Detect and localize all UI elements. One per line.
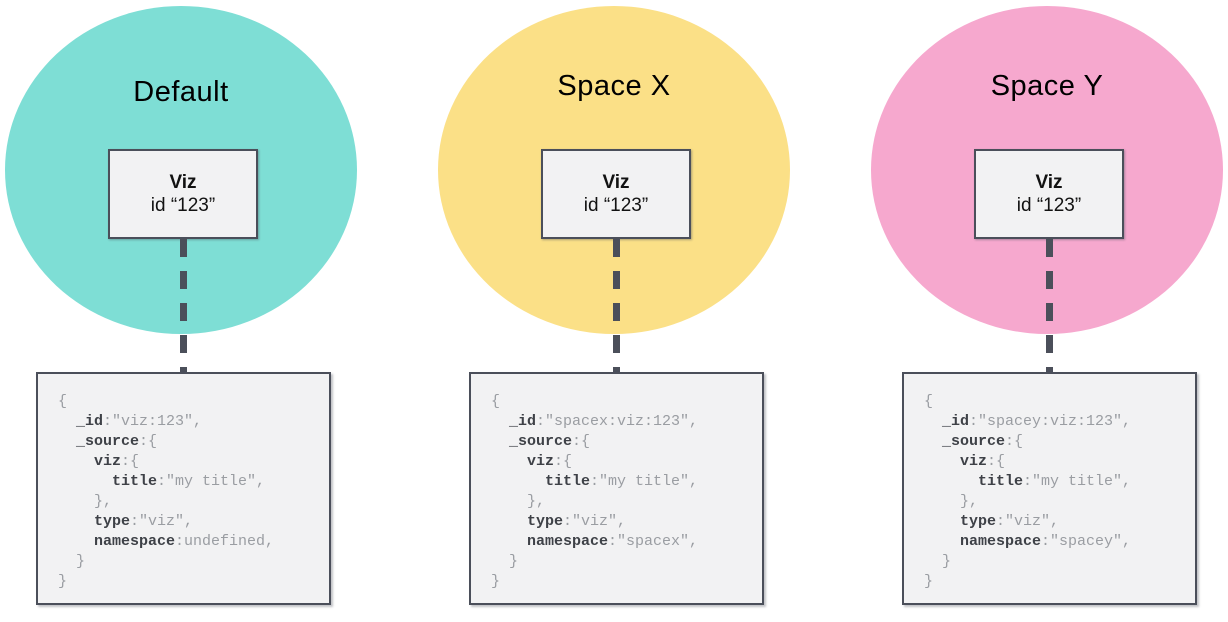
code-line: _id:"viz:123", bbox=[76, 413, 203, 430]
code-line: { bbox=[58, 393, 68, 410]
viz-node-id: id “123” bbox=[150, 195, 216, 216]
viz-node-title: Viz bbox=[602, 172, 630, 193]
code-line: } bbox=[58, 573, 68, 590]
code-line: }, bbox=[527, 493, 546, 510]
viz-node: Viz id “123” bbox=[541, 149, 691, 239]
viz-node-title: Viz bbox=[169, 172, 197, 193]
dashed-connector bbox=[1046, 239, 1053, 379]
code-line: _id:"spacex:viz:123", bbox=[509, 413, 699, 430]
viz-node-id: id “123” bbox=[583, 195, 649, 216]
dashed-connector bbox=[180, 239, 187, 379]
code-line: type:"viz", bbox=[94, 513, 194, 530]
code-line: { bbox=[491, 393, 501, 410]
code-line: viz:{ bbox=[527, 453, 573, 470]
code-line: }, bbox=[94, 493, 113, 510]
viz-node-id: id “123” bbox=[1016, 195, 1082, 216]
space-label-spacex: Space X bbox=[557, 70, 671, 102]
code-line: _source:{ bbox=[942, 433, 1024, 450]
code-line: } bbox=[942, 553, 952, 570]
viz-node-title: Viz bbox=[1035, 172, 1063, 193]
code-line: } bbox=[509, 553, 519, 570]
code-line: } bbox=[491, 573, 501, 590]
code-line: namespace:"spacey", bbox=[960, 533, 1132, 550]
code-line: title:"my title", bbox=[545, 473, 699, 490]
code-line: _source:{ bbox=[76, 433, 158, 450]
code-line: }, bbox=[960, 493, 979, 510]
code-line: namespace:undefined, bbox=[94, 533, 275, 550]
viz-node: Viz id “123” bbox=[108, 149, 258, 239]
code-line: viz:{ bbox=[960, 453, 1006, 470]
dashed-connector bbox=[613, 239, 620, 379]
code-line: namespace:"spacex", bbox=[527, 533, 699, 550]
saved-object-code-default: { _id:"viz:123", _source:{ viz:{ title:"… bbox=[36, 372, 331, 605]
viz-node: Viz id “123” bbox=[974, 149, 1124, 239]
code-line: } bbox=[76, 553, 86, 570]
code-line: _source:{ bbox=[509, 433, 591, 450]
saved-object-code-spacey: { _id:"spacey:viz:123", _source:{ viz:{ … bbox=[902, 372, 1197, 605]
code-line: viz:{ bbox=[94, 453, 140, 470]
space-panel-spacey: Space Y Viz id “123” { _id:"spacey:viz:1… bbox=[866, 0, 1228, 622]
code-line: type:"viz", bbox=[527, 513, 627, 530]
code-line: { bbox=[924, 393, 934, 410]
code-line: } bbox=[924, 573, 934, 590]
saved-object-code-spacex: { _id:"spacex:viz:123", _source:{ viz:{ … bbox=[469, 372, 764, 605]
space-panel-default: Default Viz id “123” { _id:"viz:123", _s… bbox=[0, 0, 368, 622]
space-label-spacey: Space Y bbox=[990, 70, 1104, 102]
space-label-default: Default bbox=[133, 76, 229, 108]
code-line: type:"viz", bbox=[960, 513, 1060, 530]
code-line: title:"my title", bbox=[978, 473, 1132, 490]
code-line: _id:"spacey:viz:123", bbox=[942, 413, 1132, 430]
space-panel-spacex: Space X Viz id “123” { _id:"spacex:viz:1… bbox=[433, 0, 801, 622]
code-line: title:"my title", bbox=[112, 473, 266, 490]
